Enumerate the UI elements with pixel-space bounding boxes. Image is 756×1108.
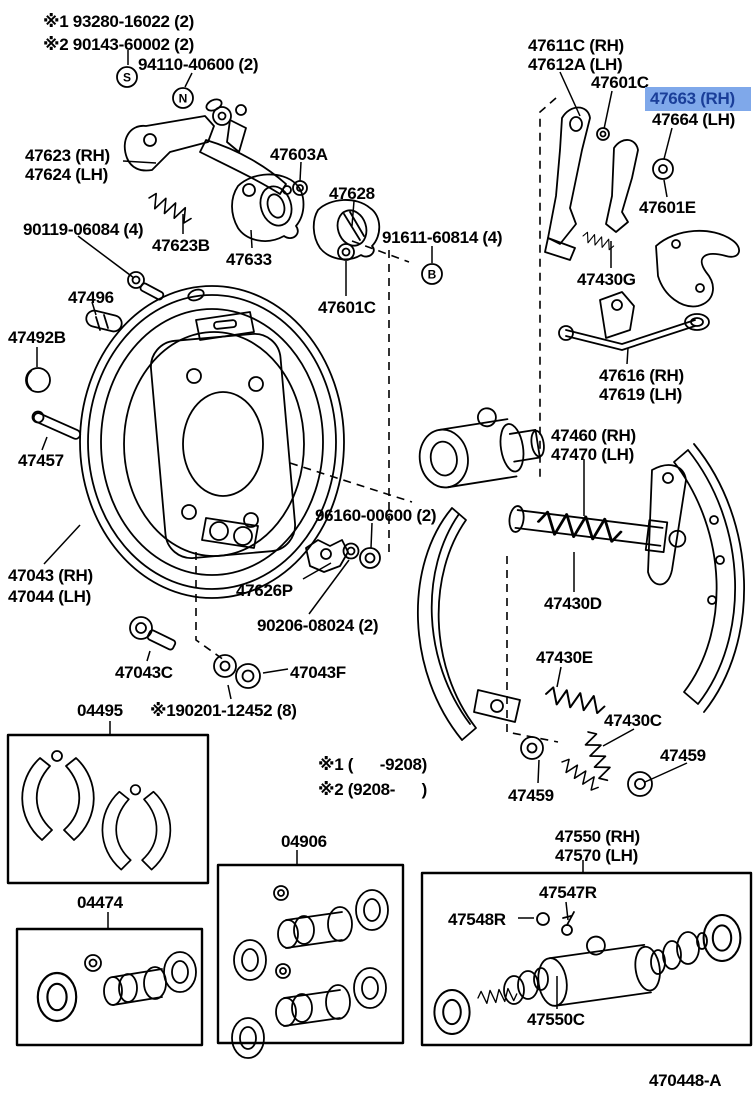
dashed-guide-lines (195, 97, 559, 743)
part-label-47496[interactable]: 47496 (68, 288, 114, 307)
part-label-90119-06084[interactable]: 90119-06084 (4) (23, 220, 144, 239)
part-label-47619[interactable]: 47619 (LH) (599, 385, 682, 404)
part-label-47601e[interactable]: 47601E (639, 198, 696, 217)
part-label-47548r[interactable]: 47548R (448, 910, 506, 929)
part-label-47626p[interactable]: 47626P (236, 581, 293, 600)
part-label-47459-left[interactable]: 47459 (508, 786, 554, 805)
part-label-47470[interactable]: 47470 (LH) (551, 445, 634, 464)
part-label-04495[interactable]: 04495 (77, 701, 123, 720)
part-label-47601c-top[interactable]: 47601C (591, 73, 649, 92)
fastener-symbols: S N B (116, 66, 443, 285)
part-label-47570[interactable]: 47570 (LH) (555, 846, 638, 865)
part-label-47624[interactable]: 47624 (LH) (25, 165, 108, 184)
part-label-47043c[interactable]: 47043C (115, 663, 173, 682)
part-label-47603a[interactable]: 47603A (270, 145, 328, 164)
part-label-47457[interactable]: 47457 (18, 451, 64, 470)
part-label-94110-40600[interactable]: 94110-40600 (2) (138, 55, 259, 74)
part-label-47430c[interactable]: 47430C (604, 711, 662, 730)
part-label-ref-93280-16022[interactable]: ※1 93280-16022 (2) (43, 12, 195, 31)
part-label-47628[interactable]: 47628 (329, 184, 375, 203)
adjuster-lever-group (123, 98, 381, 301)
part-label-47616[interactable]: 47616 (RH) (599, 366, 684, 385)
part-label-04906[interactable]: 04906 (281, 832, 327, 851)
part-label-47663[interactable]: 47663 (RH) (645, 87, 751, 111)
part-label-47492b[interactable]: 47492B (8, 328, 66, 347)
part-label-47623b[interactable]: 47623B (152, 236, 210, 255)
part-label-47043f[interactable]: 47043F (290, 663, 346, 682)
left-small-parts (25, 309, 381, 689)
part-label-47430d[interactable]: 47430D (544, 594, 602, 613)
kit-box-outlines (6, 733, 753, 1047)
part-label-47460[interactable]: 47460 (RH) (551, 426, 636, 445)
part-label-47623[interactable]: 47623 (RH) (25, 146, 110, 165)
part-label-47664[interactable]: 47664 (LH) (652, 110, 735, 129)
part-label-note-range-1: ※1 ( -9208) (318, 755, 428, 774)
parking-lever-group (544, 106, 740, 351)
part-label-47611c[interactable]: 47611C (RH) (528, 36, 624, 55)
kit-04474-contents (36, 951, 197, 1023)
part-label-190201-12452[interactable]: ※190201-12452 (8) (150, 701, 297, 720)
part-label-04474[interactable]: 04474 (77, 893, 123, 912)
part-label-47044[interactable]: 47044 (LH) (8, 587, 91, 606)
backing-plate-drawing (79, 285, 345, 599)
diagram-code-label: 470448-A (649, 1071, 722, 1090)
part-label-47550[interactable]: 47550 (RH) (555, 827, 640, 846)
leader-lines (36, 50, 688, 1009)
part-label-47550c[interactable]: 47550C (527, 1010, 585, 1029)
part-label-note-range-2: ※2 (9208- ) (318, 780, 428, 799)
part-label-47633[interactable]: 47633 (226, 250, 272, 269)
kit-47550-contents (433, 911, 742, 1035)
part-label-47612a[interactable]: 47612A (LH) (528, 55, 623, 74)
shoe-assembly-drawing (416, 407, 745, 797)
symbol-s: S (123, 71, 131, 85)
part-label-90206-08024[interactable]: 90206-08024 (2) (257, 616, 379, 635)
part-label-47459-right[interactable]: 47459 (660, 746, 706, 765)
part-label-96160-00600[interactable]: 96160-00600 (2) (315, 506, 437, 525)
part-label-ref-90143-60002[interactable]: ※2 90143-60002 (2) (43, 35, 195, 54)
symbol-n: N (179, 92, 188, 106)
part-label-47043[interactable]: 47043 (RH) (8, 566, 93, 585)
kit-04906-contents (232, 885, 388, 1058)
part-label-47601c-mid[interactable]: 47601C (318, 298, 376, 317)
symbol-b: B (428, 268, 437, 282)
part-label-47430g[interactable]: 47430G (577, 270, 636, 289)
part-label-47430e[interactable]: 47430E (536, 648, 593, 667)
part-label-91611-60814[interactable]: 91611-60814 (4) (382, 228, 503, 247)
part-label-47547r[interactable]: 47547R (539, 883, 597, 902)
